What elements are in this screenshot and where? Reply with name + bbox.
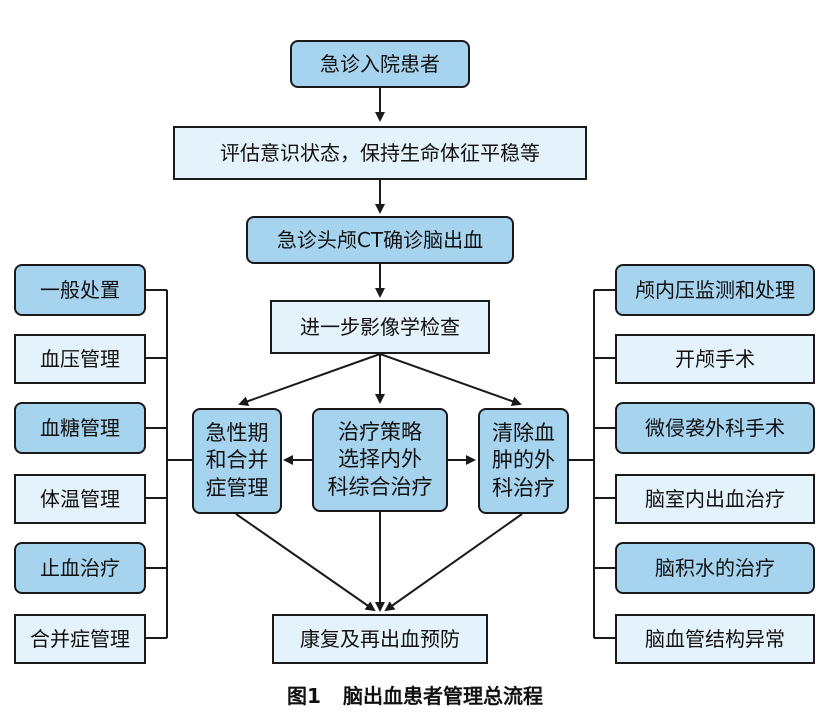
left-item-comorbidity: 合并症管理 bbox=[14, 614, 146, 664]
right-item-icp: 颅内压监测和处理 bbox=[615, 264, 815, 316]
ct-diagnosis-node: 急诊头颅CT确诊脑出血 bbox=[246, 216, 514, 264]
admission-node: 急诊入院患者 bbox=[290, 40, 470, 88]
left-item-temperature: 体温管理 bbox=[14, 474, 146, 524]
left-item-hemostasis: 止血治疗 bbox=[14, 542, 146, 594]
right-item-hydrocephalus: 脑积水的治疗 bbox=[615, 542, 815, 594]
left-item-blood-glucose: 血糖管理 bbox=[14, 402, 146, 454]
right-item-ivh: 脑室内出血治疗 bbox=[615, 474, 815, 524]
treatment-strategy-node: 治疗策略 选择内外 科综合治疗 bbox=[312, 408, 448, 512]
arrow-imaging-to-complication bbox=[238, 353, 381, 407]
arrow-complication-to-rehab bbox=[235, 513, 376, 612]
left-item-blood-pressure: 血压管理 bbox=[14, 334, 146, 384]
assess-node: 评估意识状态，保持生命体征平稳等 bbox=[173, 126, 587, 180]
arrow-surgery-to-rehab bbox=[384, 513, 523, 612]
arrow-imaging-to-surgery bbox=[379, 353, 522, 407]
complication-management-node: 急性期 和合并 症管理 bbox=[192, 408, 282, 514]
surgical-treatment-node: 清除血 肿的外 科治疗 bbox=[478, 408, 569, 514]
right-item-minimally-invasive: 微侵袭外科手术 bbox=[615, 402, 815, 454]
imaging-node: 进一步影像学检查 bbox=[270, 300, 490, 354]
right-item-vascular: 脑血管结构异常 bbox=[615, 614, 815, 664]
right-item-craniotomy: 开颅手术 bbox=[615, 334, 815, 384]
rehab-node: 康复及再出血预防 bbox=[272, 614, 488, 664]
figure-number: 图1 bbox=[287, 684, 321, 708]
figure-title: 脑出血患者管理总流程 bbox=[342, 684, 543, 708]
figure-caption: 图1 脑出血患者管理总流程 bbox=[0, 680, 830, 709]
left-item-general: 一般处置 bbox=[14, 264, 146, 316]
